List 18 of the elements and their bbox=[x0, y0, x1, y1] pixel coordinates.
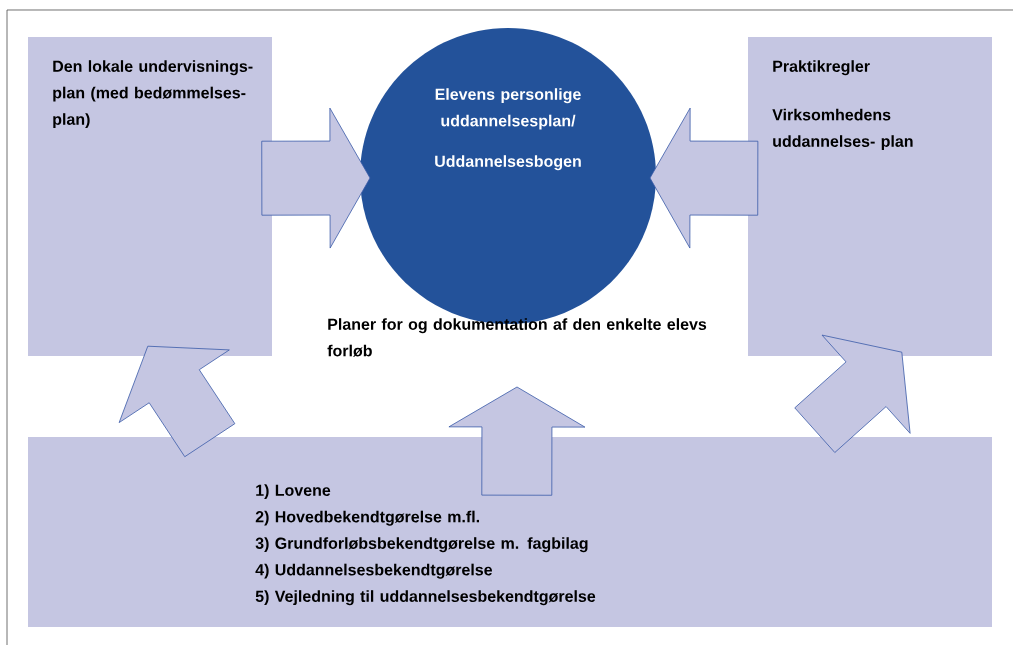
node-label: 1) Lovene bbox=[256, 484, 331, 500]
node-text: Den lokale undervisnings- plan (med bedømmelses- plan) bbox=[53, 60, 253, 129]
node-label: 3) Grundforløbsbekendtgørelse m. fagbilag bbox=[255, 537, 588, 553]
caption-text: Planer for og dokumentation af den enkelte elevs forløb bbox=[327, 318, 707, 357]
block-arrow bbox=[448, 386, 586, 496]
box bbox=[748, 37, 992, 356]
box bbox=[28, 437, 992, 627]
block-arrow bbox=[118, 345, 236, 458]
box bbox=[28, 37, 272, 356]
block-arrow bbox=[649, 107, 759, 249]
node-label: 4) Uddannelsesbekendtgørelse bbox=[255, 563, 493, 579]
node-label: 2) Hovedbekendtgørelse m.fl. bbox=[255, 510, 480, 526]
block-arrow bbox=[794, 334, 911, 453]
node-text: Praktikregler Virksomhedens uddannelses- plan bbox=[772, 60, 913, 151]
node-text: 1) Lovene 2) Hovedbekendtgørelse m.fl. 3) Grundforløbsbekendtgørelse m. fagbilag 4) Uddannelsesbekendtgørelse 5) Vejledning til uddannelsesbekendtgørelse bbox=[255, 484, 596, 606]
node-text: Elevens personlige uddannelsesplan/ Uddannelsesbogen bbox=[435, 88, 581, 171]
node-label: 5) Vejledning til uddannelsesbekendtgørelse bbox=[255, 590, 596, 606]
block-arrow bbox=[261, 107, 371, 249]
